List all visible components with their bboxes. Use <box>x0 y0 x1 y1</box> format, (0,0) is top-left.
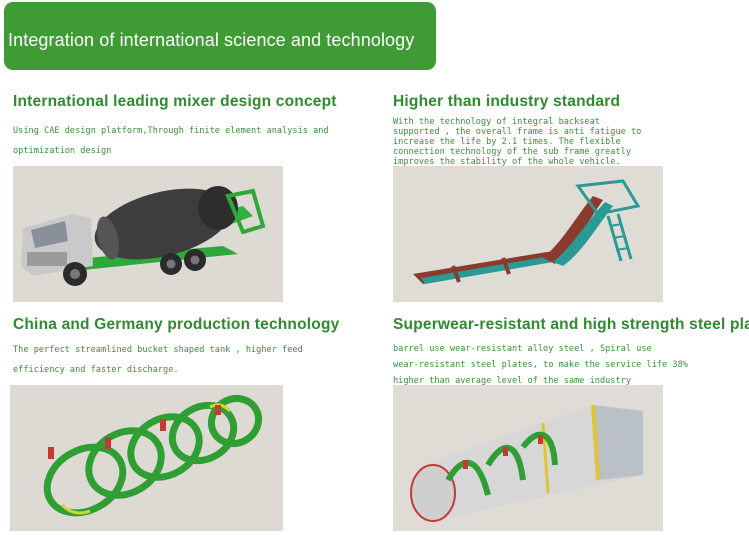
header-banner: Integration of international science and… <box>4 2 436 70</box>
text-line: improves the stability of the whole vehi… <box>393 157 621 167</box>
section-title-mixer-design: International leading mixer design conce… <box>13 93 337 110</box>
text-line: The perfect streamlined bucket shaped ta… <box>13 345 303 355</box>
subframe-image <box>393 166 663 302</box>
section-title-industry-standard: Higher than industry standard <box>393 93 621 110</box>
section-text-industry-standard: With the technology of integral backseat… <box>393 117 663 167</box>
text-line: wear-resistant steel plates, to make the… <box>393 360 688 370</box>
section-text-production-technology: The perfect streamlined bucket shaped ta… <box>13 340 363 380</box>
section-title-production-technology: China and Germany production technology <box>13 316 340 333</box>
text-line: Using CAE design platform,Through finite… <box>13 126 329 136</box>
text-line: optimization design <box>13 146 112 156</box>
section-text-steel-plate: barrel use wear-resistant alloy steel , … <box>393 341 713 389</box>
banner-title: Integration of international science and… <box>8 30 415 50</box>
text-line: barrel use wear-resistant alloy steel , … <box>393 344 652 354</box>
mixer-truck-image <box>13 166 283 302</box>
text-line: connection technology of the sub frame g… <box>393 147 631 157</box>
text-line: higher than average level of the same in… <box>393 376 631 386</box>
spiral-blade-image <box>10 385 283 531</box>
text-line: supported , the overall frame is anti fa… <box>393 127 642 137</box>
section-text-mixer-design: Using CAE design platform,Through finite… <box>13 121 353 161</box>
steel-drum-image <box>393 385 663 531</box>
section-title-steel-plate: Superwear-resistant and high strength st… <box>393 316 749 333</box>
text-line: efficiency and faster discharge. <box>13 365 179 375</box>
text-line: increase the life by 2.1 times. The flex… <box>393 137 621 147</box>
text-line: With the technology of integral backseat <box>393 117 600 127</box>
